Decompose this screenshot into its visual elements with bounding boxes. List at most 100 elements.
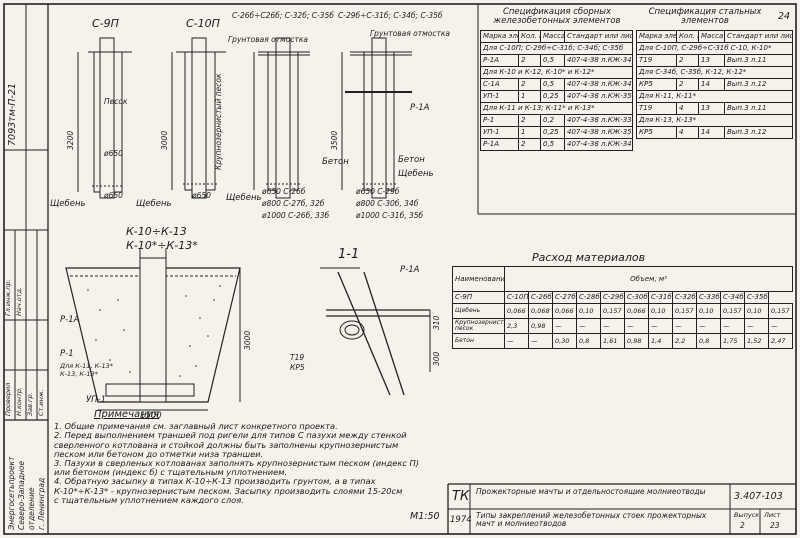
- spec-cell: 0,5: [540, 54, 565, 67]
- spec-group-cell: Для С-34б, С-35б, К-12, К-12*: [636, 66, 793, 79]
- note-line: с тщательным уплотнением каждого слоя.: [54, 494, 244, 505]
- notes-title: Примечания: [94, 409, 160, 420]
- section-kp5: КР5: [290, 363, 305, 372]
- stamp-org-1: Энергосетьпроект: [7, 456, 16, 530]
- note-line: 4. Обратную засыпку в типах К-10÷К-13 пр…: [54, 476, 376, 487]
- note-line: 2. Перед выполнением траншей под ригели …: [54, 430, 407, 441]
- materials-cell: 0,10: [648, 303, 673, 319]
- materials-cell: —: [600, 318, 625, 334]
- materials-title: Расход материалов: [532, 251, 646, 264]
- sign-3: Зав.гр.: [26, 392, 34, 416]
- spec-cell: 0,5: [540, 138, 565, 151]
- materials-cell: 0,157: [672, 303, 697, 319]
- diam-b-2: ø1000 С-31б, 35б: [356, 211, 424, 220]
- materials-column-header: С-27б: [552, 291, 577, 304]
- materials-column-header: С-31б: [648, 291, 673, 304]
- materials-cell: —: [576, 318, 601, 334]
- diameter-b: ø650: [192, 191, 211, 200]
- spec-cell: 2: [518, 54, 541, 67]
- notes-lines: 1. Общие примечания см. заглавный лист к…: [54, 421, 474, 505]
- spec-cell: КР5: [636, 78, 677, 91]
- materials-cell: 1,75: [720, 333, 745, 349]
- spec-cell: 407-4-38 л.КЖ-35: [564, 126, 633, 139]
- detail-p1a: Р-1А: [60, 315, 80, 325]
- materials-column-header: С-26б: [528, 291, 553, 304]
- materials-cell: 0,068: [528, 303, 553, 319]
- materials-name-header: Наименование: [452, 266, 505, 292]
- spec-cell: 2: [518, 114, 541, 127]
- materials-column-header: С-30б: [624, 291, 649, 304]
- detail-dim: 1500: [140, 411, 162, 421]
- header-cell: Стандарт или лист проекта: [564, 30, 633, 43]
- spec-group-row: Для К-10 и К-12, К-10* и К-12*: [480, 66, 633, 79]
- detail-up1: УП-1: [86, 395, 107, 405]
- stamp-org-2: Северо-Западное: [17, 460, 26, 530]
- detail-p1: Р-1: [60, 349, 74, 359]
- detail-p1-sub: Для К-11, К-13* К-13, К-13*: [60, 362, 114, 378]
- spec-cell: УП-1: [480, 126, 519, 139]
- spec-cell: Р-1А: [480, 138, 519, 151]
- stamp-vyp-label: Выпуск: [734, 511, 760, 519]
- spec-group-row: Для С-10П; С-29б÷С-31б; С-34б; С-35б: [480, 42, 633, 55]
- dim-3500: 3500: [330, 130, 339, 150]
- spec-group-cell: Для К-10 и К-12, К-10* и К-12*: [480, 66, 633, 79]
- diam-b-1: ø800 С-30б, 34б: [356, 199, 419, 208]
- gravel-label-2: Щебень: [136, 199, 172, 209]
- materials-cell: —: [504, 333, 529, 349]
- materials-row-name: Крупнозернистый песок: [452, 318, 505, 334]
- spec-cell: 13: [698, 102, 725, 115]
- materials-column-header: С-35б: [744, 291, 769, 304]
- pit-group-a-label: С-26б÷С26б; С-32б; С-35б: [232, 11, 334, 20]
- spec-group-row: Для К-13, К-13*: [636, 114, 793, 127]
- spec-cell: 2: [518, 78, 541, 91]
- pit-group-b-label: С-29б÷С-31б; С-34б; С-35б: [338, 11, 443, 20]
- materials-cell: 1,61: [600, 333, 625, 349]
- materials-column-header: С-10П: [504, 291, 529, 304]
- stamp-org-3: отделение: [27, 487, 36, 530]
- spec-group-cell: Для К-13, К-13*: [636, 114, 793, 127]
- ground-right-label: Грунтовая отмостка: [370, 29, 450, 38]
- section-dim1: 310: [432, 315, 441, 330]
- stamp-tk: ТК: [452, 489, 470, 504]
- spec-group-row: Для К-11, К-11*: [636, 90, 793, 103]
- materials-cell: —: [720, 318, 745, 334]
- spec-cell: Р-1А: [480, 54, 519, 67]
- notes-block: Примечания 1. Общие примечания см. загла…: [54, 409, 474, 505]
- spec-group-row: Для К-11 и К-13; К-11* и К-13*: [480, 102, 633, 115]
- pit-c10p-label: С-10П: [186, 17, 220, 30]
- spec-concrete-table: Марка элемента Кол. шт. Масса эл-та, т С…: [480, 30, 633, 151]
- spec-group-row: Для С-34б, С-35б, К-12, К-12*: [636, 66, 793, 79]
- sign-5: Гл.инж.пр.: [4, 279, 12, 316]
- spec-cell: УП-1: [480, 90, 519, 103]
- spec-cell: 0,5: [540, 78, 565, 91]
- spec-group-cell: Для С-10П; С-29б÷С-31б; С-34б; С-35б: [480, 42, 633, 55]
- ground-left-label: Грунтовая отмостка: [228, 35, 308, 44]
- diam-b-0: ø650 С-29б: [356, 187, 400, 196]
- detail-subtitle: К-10*÷К-13*: [126, 239, 198, 252]
- materials-cell: —: [696, 318, 721, 334]
- spec-cell: Р-1: [480, 114, 519, 127]
- materials-cell: 1,4: [648, 333, 673, 349]
- sand-label: Песок: [104, 97, 128, 106]
- detail-depth: 3000: [243, 330, 252, 350]
- header-cell: Кол. шт.: [518, 30, 541, 43]
- spec-group-cell: Для С-10П, С-29б÷С-31б С-10, К-10*: [636, 42, 793, 55]
- coarse-sand-label: Крупнозернистый песок: [214, 73, 223, 171]
- materials-column-header: С-28б: [576, 291, 601, 304]
- spec-cell: 407-4-38 л.КЖ-34: [564, 78, 633, 91]
- spec-cell: Т19: [636, 102, 677, 115]
- materials-cell: 0,98: [624, 333, 649, 349]
- spec-cell: Вып.3 л.12: [724, 78, 793, 91]
- materials-cell: 0,10: [696, 303, 721, 319]
- note-line: или бетоном (индекс б) с тщательным упло…: [54, 467, 288, 478]
- spec-cell: 4: [676, 102, 699, 115]
- spec-cell: 407-4-38 л.КЖ-34: [564, 138, 633, 151]
- diam-a-1: ø800 С-27б, 32б: [262, 199, 325, 208]
